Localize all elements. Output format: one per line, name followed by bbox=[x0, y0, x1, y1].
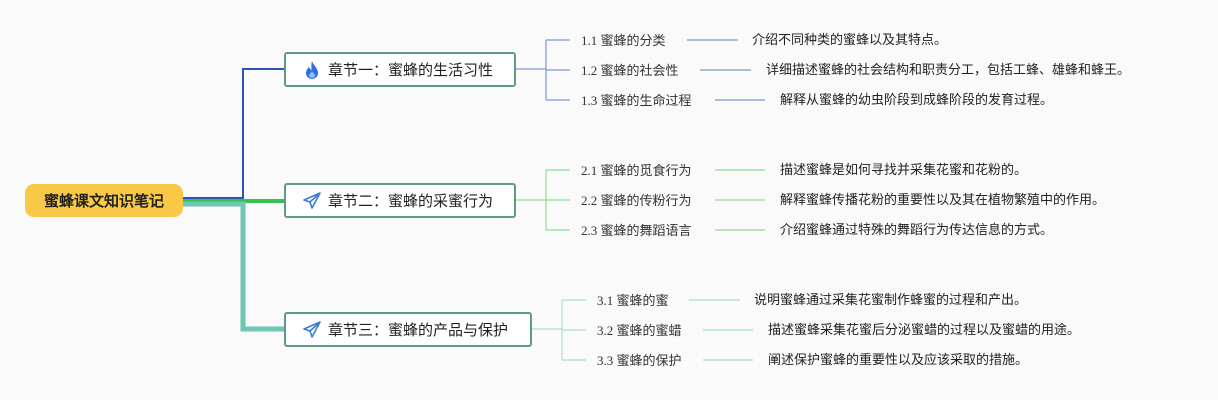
subtopic-3-2[interactable]: 3.2 蜜蜂的蜜蜡 bbox=[597, 323, 682, 338]
connector-root-chapter-3 bbox=[183, 201, 284, 332]
chapter-2-node[interactable]: 章节二：蜜蜂的采蜜行为 bbox=[284, 183, 516, 218]
description-2-3[interactable]: 介绍蜜蜂通过特殊的舞蹈行为传达信息的方式。 bbox=[780, 223, 1054, 238]
connector-chapter-2-to-items bbox=[516, 169, 570, 231]
description-1-1[interactable]: 介绍不同种类的蜜蜂以及其特点。 bbox=[752, 33, 948, 48]
subtopic-3-1[interactable]: 3.1 蜜蜂的蜜 bbox=[597, 293, 669, 308]
fire-icon bbox=[302, 60, 322, 80]
connector-root-chapter-1 bbox=[183, 68, 284, 199]
subtopic-3-3[interactable]: 3.3 蜜蜂的保护 bbox=[597, 353, 682, 368]
description-1-2[interactable]: 详细描述蜜蜂的社会结构和职责分工，包括工蜂、雄蜂和蜂王。 bbox=[766, 63, 1131, 78]
description-3-2[interactable]: 描述蜜蜂采集花蜜后分泌蜜蜡的过程以及蜜蜡的用途。 bbox=[768, 323, 1081, 338]
connector-chapter-3-to-items bbox=[532, 299, 586, 361]
description-3-1[interactable]: 说明蜜蜂通过采集花蜜制作蜂蜜的过程和产出。 bbox=[754, 293, 1028, 308]
subtopic-1-2[interactable]: 1.2 蜜蜂的社会性 bbox=[581, 63, 679, 78]
paper-plane-icon bbox=[302, 191, 322, 211]
paper-plane-icon bbox=[302, 320, 322, 340]
chapter-3-node[interactable]: 章节三：蜜蜂的产品与保护 bbox=[284, 312, 532, 347]
subtopic-2-2[interactable]: 2.2 蜜蜂的传粉行为 bbox=[581, 193, 692, 208]
description-2-2[interactable]: 解释蜜蜂传播花粉的重要性以及其在植物繁殖中的作用。 bbox=[780, 193, 1106, 208]
subtopic-2-3[interactable]: 2.3 蜜蜂的舞蹈语言 bbox=[581, 223, 692, 238]
chapter-1-title: 章节一：蜜蜂的生活习性 bbox=[328, 61, 494, 79]
chapter-1-node[interactable]: 章节一：蜜蜂的生活习性 bbox=[284, 52, 516, 87]
description-2-1[interactable]: 描述蜜蜂是如何寻找并采集花蜜和花粉的。 bbox=[780, 163, 1028, 178]
description-1-3[interactable]: 解释从蜜蜂的幼虫阶段到成蜂阶段的发育过程。 bbox=[780, 93, 1054, 108]
chapter-2-title: 章节二：蜜蜂的采蜜行为 bbox=[328, 192, 494, 210]
root-topic[interactable]: 蜜蜂课文知识笔记 bbox=[25, 184, 183, 217]
connector-chapter-1-to-items bbox=[516, 39, 570, 101]
subtopic-2-1[interactable]: 2.1 蜜蜂的觅食行为 bbox=[581, 163, 692, 178]
subtopic-1-1[interactable]: 1.1 蜜蜂的分类 bbox=[581, 33, 666, 48]
chapter-3-title: 章节三：蜜蜂的产品与保护 bbox=[328, 321, 509, 339]
subtopic-1-3[interactable]: 1.3 蜜蜂的生命过程 bbox=[581, 93, 692, 108]
description-3-3[interactable]: 阐述保护蜜蜂的重要性以及应该采取的措施。 bbox=[768, 353, 1029, 368]
